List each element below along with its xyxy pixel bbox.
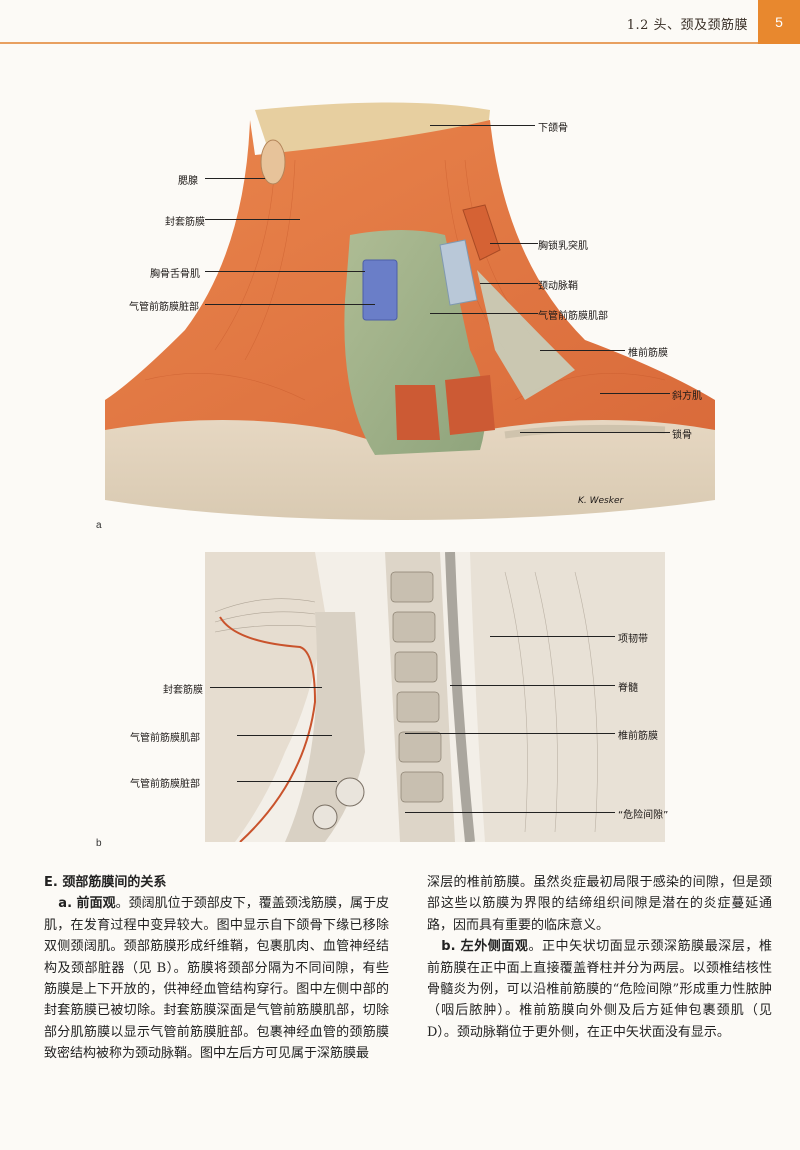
paragraph-lead-b: b. 左外侧面观 <box>441 939 529 955</box>
paragraph-body-b: 。正中矢状切面显示颈深筋膜最深层，椎前筋膜在正中面上直接覆盖脊柱并分为两层。以颈… <box>427 939 772 1040</box>
label-pretracheal-muscular-b: 气管前筋膜肌部 <box>130 733 200 744</box>
header-rule <box>0 42 760 44</box>
paragraph-lead-a: a. 前面观 <box>58 896 116 912</box>
paragraph-continuation: 深层的椎前筋膜。虽然炎症最初局限于感染的间隙，但是颈部这些以筋膜为界限的结缔组织… <box>427 875 772 933</box>
label-clavicle: 锁骨 <box>672 430 692 441</box>
label-sternohyoid: 胸骨舌骨肌 <box>150 269 200 280</box>
paragraph-lateral: b. 左外侧面观。正中矢状切面显示颈深筋膜最深层，椎前筋膜在正中面上直接覆盖脊柱… <box>427 936 772 1043</box>
label-parotid: 腮腺 <box>178 176 198 187</box>
artist-signature: K. Wesker <box>578 496 624 506</box>
text-column-left: E. 颈部筋膜间的关系 a. 前面观。颈阔肌位于颈部皮下，覆盖颈浅筋膜，属于皮肌… <box>44 872 389 1065</box>
label-pretracheal-muscular-a: 气管前筋膜肌部 <box>538 311 608 322</box>
figure-a-illustration <box>105 102 715 520</box>
page-number: 5 <box>758 0 800 44</box>
label-investing-fascia-b: 封套筋膜 <box>163 685 203 696</box>
label-prevertebral-b: 椎前筋膜 <box>618 731 658 742</box>
text-column-right: 深层的椎前筋膜。虽然炎症最初局限于感染的间隙，但是颈部这些以筋膜为界限的结缔组织… <box>427 872 772 1043</box>
paragraph-body-a: 。颈阔肌位于颈部皮下，覆盖颈浅筋膜，属于皮肌，在发育过程中变异较大。图中显示自下… <box>44 896 389 1062</box>
running-title: 1.2 头、颈及颈筋膜 <box>626 18 748 33</box>
figure-a-letter: a <box>96 520 102 531</box>
page-header: 1.2 头、颈及颈筋膜 5 <box>0 0 800 44</box>
label-carotid-sheath: 颈动脉鞘 <box>538 281 578 292</box>
label-spinal-cord: 脊髓 <box>618 683 638 694</box>
label-investing-fascia: 封套筋膜 <box>165 217 205 228</box>
label-nuchal-ligament: 项韧带 <box>618 634 648 645</box>
label-mandible: 下颌骨 <box>538 123 568 134</box>
figure-b-illustration <box>205 552 665 842</box>
paragraph-anterior: a. 前面观。颈阔肌位于颈部皮下，覆盖颈浅筋膜，属于皮肌，在发育过程中变异较大。… <box>44 893 389 1064</box>
label-pretracheal-visceral-a: 气管前筋膜脏部 <box>129 302 199 313</box>
section-heading: E. 颈部筋膜间的关系 <box>44 875 167 890</box>
label-sternocleidomastoid: 胸锁乳突肌 <box>538 241 588 252</box>
label-danger-space: “危险间隙” <box>618 810 669 821</box>
label-pretracheal-visceral-b: 气管前筋膜脏部 <box>130 779 200 790</box>
label-prevertebral-a: 椎前筋膜 <box>628 348 668 359</box>
label-trapezius: 斜方肌 <box>672 391 702 402</box>
figure-b-letter: b <box>96 838 102 849</box>
